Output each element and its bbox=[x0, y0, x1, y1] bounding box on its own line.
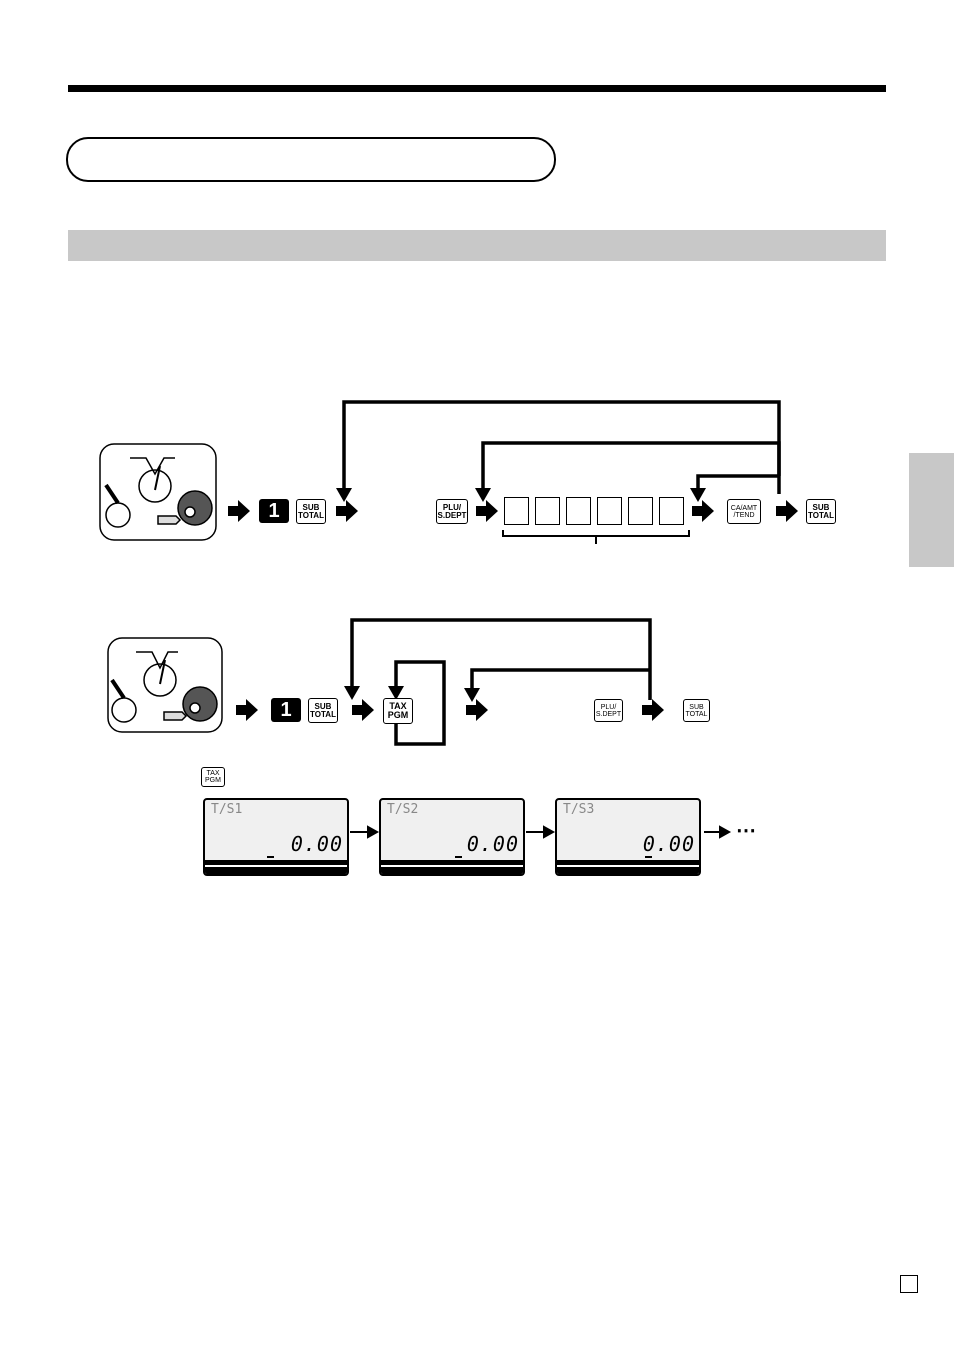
subtotal-end-line2: TOTAL bbox=[685, 710, 708, 718]
digit-box bbox=[535, 497, 560, 525]
flow1-arrows bbox=[228, 500, 798, 522]
subtotal-key-line2: TOTAL bbox=[298, 510, 324, 520]
digit-bracket bbox=[502, 530, 690, 537]
ca-key-line1: CA/AMT bbox=[730, 504, 758, 512]
display-cursor bbox=[267, 856, 274, 858]
page-number-box bbox=[900, 1275, 918, 1293]
subtotal-end-line1: SUB bbox=[689, 703, 704, 711]
plu-key-line1: PLU/ bbox=[600, 703, 617, 711]
display-bezel bbox=[381, 860, 523, 874]
lcd-display: T/S3 0.00 bbox=[555, 798, 701, 876]
display-bezel bbox=[205, 860, 347, 874]
subtotal-key[interactable]: SUB TOTAL bbox=[296, 499, 326, 524]
plu-key-line2: S.DEPT bbox=[595, 710, 622, 718]
display-cursor bbox=[455, 856, 462, 858]
flow2-loop-lines bbox=[350, 618, 652, 746]
display-label: T/S2 bbox=[387, 802, 419, 817]
mode-switch-illustration-1 bbox=[99, 443, 217, 541]
flow2-loop-arrowheads bbox=[344, 686, 480, 702]
tax-pgm-key-small: TAX PGM bbox=[201, 767, 225, 787]
display-label: T/S1 bbox=[211, 802, 243, 817]
subtotal-key-end[interactable]: SUB TOTAL bbox=[683, 699, 710, 722]
subtotal-key-line2: TOTAL bbox=[310, 709, 336, 719]
subtotal-key[interactable]: SUB TOTAL bbox=[308, 698, 338, 723]
plu-key-line1: PLU/ bbox=[442, 502, 462, 512]
flow1-loop-lines bbox=[342, 400, 781, 494]
display-arrows bbox=[350, 825, 732, 839]
tax-small-line2: PGM bbox=[205, 777, 221, 784]
display-value: 0.00 bbox=[642, 832, 695, 856]
digit-box bbox=[504, 497, 529, 525]
ca-amt-tend-key[interactable]: CA/AMT /TEND bbox=[727, 499, 761, 524]
plu-sdept-key[interactable]: PLU/ S.DEPT bbox=[436, 499, 468, 524]
lcd-display: T/S1 0.00 bbox=[203, 798, 349, 876]
digit-box bbox=[597, 497, 622, 525]
plu-key-line2: S.DEPT bbox=[437, 510, 467, 520]
display-label: T/S3 bbox=[563, 802, 595, 817]
side-tab bbox=[909, 453, 954, 567]
ca-key-line2: /TEND bbox=[733, 511, 755, 519]
digit-box bbox=[566, 497, 591, 525]
tax-key-line2: PGM bbox=[387, 710, 409, 720]
top-rule bbox=[68, 85, 886, 92]
tax-key-line1: TAX bbox=[389, 701, 407, 711]
digit-box bbox=[628, 497, 653, 525]
continuation-ellipsis: ⋯ bbox=[736, 820, 758, 842]
mode-switch-illustration-2 bbox=[107, 637, 223, 733]
subtotal-end-line2: TOTAL bbox=[808, 510, 834, 520]
display-value: 0.00 bbox=[290, 832, 343, 856]
tax-small-line1: TAX bbox=[206, 770, 220, 777]
lcd-display: T/S2 0.00 bbox=[379, 798, 525, 876]
tax-pgm-key[interactable]: TAX PGM bbox=[383, 698, 413, 724]
subtotal-key-line1: SUB bbox=[302, 502, 320, 512]
plu-sdept-key[interactable]: PLU/ S.DEPT bbox=[594, 699, 623, 722]
display-bezel bbox=[557, 860, 699, 874]
digit-box bbox=[659, 497, 684, 525]
display-value: 0.00 bbox=[466, 832, 519, 856]
section-bar bbox=[68, 230, 886, 261]
subtotal-end-line1: SUB bbox=[812, 502, 830, 512]
key-1[interactable]: 1 bbox=[259, 499, 289, 523]
flow2-arrows bbox=[236, 699, 664, 721]
title-box bbox=[66, 137, 556, 182]
subtotal-key-line1: SUB bbox=[314, 701, 332, 711]
key-1[interactable]: 1 bbox=[271, 698, 301, 722]
subtotal-key-end[interactable]: SUB TOTAL bbox=[806, 499, 836, 524]
display-cursor bbox=[645, 856, 652, 858]
flow1-loop-arrowheads bbox=[336, 488, 706, 502]
